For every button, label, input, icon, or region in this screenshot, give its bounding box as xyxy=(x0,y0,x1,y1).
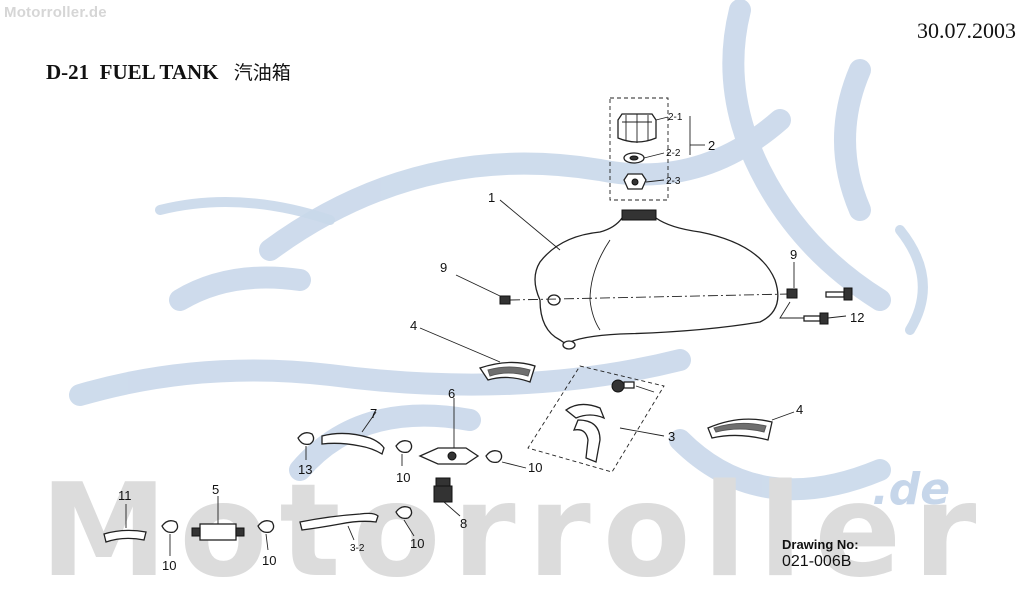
drawing-number-block: Drawing No: 021-006B xyxy=(782,537,859,571)
callout-12: 12 xyxy=(850,310,864,325)
hose-clip-10a xyxy=(395,440,413,466)
fuel-cock xyxy=(418,398,480,465)
grommet-left xyxy=(455,274,511,305)
callout-1: 1 xyxy=(488,190,495,205)
callout-13: 13 xyxy=(298,462,312,477)
section-name: FUEL TANK xyxy=(99,60,219,84)
callout-4-right: 4 xyxy=(796,402,803,417)
fuel-hose-lower xyxy=(299,512,379,541)
drawing-number-label: Drawing No: xyxy=(782,537,859,552)
callout-10-a: 10 xyxy=(396,470,410,485)
section-code: D-21 xyxy=(46,60,90,84)
callout-10-e: 10 xyxy=(162,558,176,573)
callout-3-2: 3-2 xyxy=(350,543,365,554)
callout-9-left: 9 xyxy=(440,260,447,275)
callout-10-d: 10 xyxy=(262,553,276,568)
site-watermark: Motorroller.de xyxy=(4,4,107,21)
bolt-lower xyxy=(803,312,829,325)
fuel-tank-body xyxy=(499,199,791,350)
hose-clip-10c xyxy=(395,506,415,537)
hose-clip-10d xyxy=(257,520,275,551)
fuel-strainer-assembly xyxy=(527,365,665,473)
fuel-hose-short xyxy=(103,504,147,543)
hose-clip-10b xyxy=(485,450,527,469)
callout-2-3: 2-3 xyxy=(666,176,681,187)
callout-7: 7 xyxy=(370,406,377,421)
hose-clip-10e xyxy=(161,520,179,556)
drawing-number-value: 021-006B xyxy=(782,552,852,570)
callout-2: 2 xyxy=(708,138,715,153)
fuel-hose-upper xyxy=(321,411,385,455)
hose-clip-13 xyxy=(297,432,315,460)
page-title: D-21 FUEL TANK 汽油箱 xyxy=(46,58,291,85)
callout-2-1: 2-1 xyxy=(668,112,683,123)
callout-8: 8 xyxy=(460,516,467,531)
callout-3: 3 xyxy=(668,429,675,444)
tank-cushion-left xyxy=(419,327,536,383)
section-name-chinese: 汽油箱 xyxy=(233,62,291,84)
drain-bolt xyxy=(433,477,461,517)
domain-watermark: .de xyxy=(872,464,951,515)
callout-6: 6 xyxy=(448,386,455,401)
tank-cushion-right xyxy=(707,411,795,441)
callout-4-left: 4 xyxy=(410,318,417,333)
fuel-cap-assembly xyxy=(609,97,705,201)
drawing-date: 30.07.2003 xyxy=(917,18,1016,43)
callout-10-b: 10 xyxy=(528,460,542,475)
callout-11: 11 xyxy=(118,488,132,503)
fuel-filter xyxy=(191,496,245,541)
callout-2-2: 2-2 xyxy=(666,148,681,159)
grommet-right xyxy=(786,262,798,299)
callout-9-right: 9 xyxy=(790,247,797,262)
bolt-upper xyxy=(825,287,853,301)
callout-10-c: 10 xyxy=(410,536,424,551)
callout-5: 5 xyxy=(212,482,219,497)
